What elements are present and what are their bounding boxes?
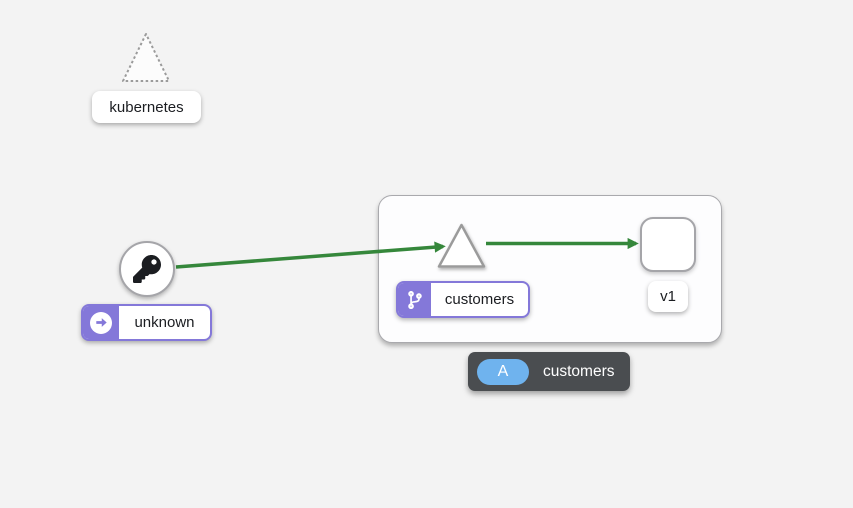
app-node-v1[interactable] — [640, 217, 696, 272]
code-branch-icon — [407, 290, 422, 309]
node-label-v1[interactable]: v1 — [648, 281, 688, 312]
application-badge: A — [477, 358, 529, 385]
app-box-label-text: customers — [543, 362, 615, 380]
traffic-source-badge — [83, 306, 119, 339]
node-label-customers[interactable]: customers — [396, 281, 530, 318]
workload-node-unknown[interactable] — [119, 241, 175, 297]
key-icon — [133, 255, 161, 283]
service-node-customers[interactable] — [437, 223, 486, 268]
app-box-label[interactable]: A customers — [468, 352, 630, 391]
arrow-circle-right-icon — [90, 311, 112, 334]
node-label-kubernetes[interactable]: kubernetes — [92, 91, 201, 123]
kubernetes-label-text: kubernetes — [109, 98, 184, 116]
application-badge-letter: A — [497, 362, 509, 380]
node-label-unknown[interactable]: unknown — [81, 304, 212, 341]
virtual-service-badge — [398, 283, 431, 316]
customers-label-text: customers — [444, 291, 515, 308]
unknown-label-text: unknown — [134, 314, 195, 331]
v1-label-text: v1 — [660, 288, 676, 305]
cluster-node-kubernetes[interactable] — [122, 33, 170, 82]
edge-unknown-to-customers[interactable] — [175, 241, 446, 269]
